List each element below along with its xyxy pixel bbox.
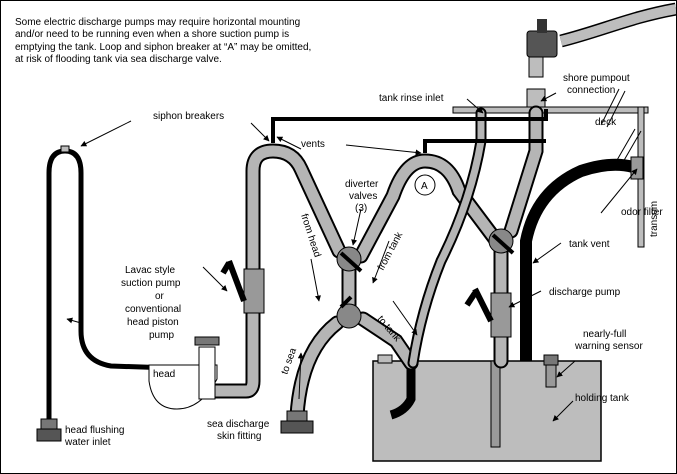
note-line-3: emptying the tank. Loop and siphon break… [15,41,312,53]
shore-pumpout-nozzle [526,2,676,108]
label-to-sea: to sea [279,346,299,376]
diverter-valve-3 [488,228,515,255]
diverter-valve-1 [336,246,363,273]
label-lavac-5: head piston [127,317,179,328]
label-lavac-6: pump [149,330,174,341]
label-shore-pumpout-1: shore pumpout [563,73,630,84]
label-tank-vent: tank vent [569,239,610,250]
label-lavac-2: suction pump [121,278,181,289]
marker-a: A [414,174,436,196]
label-sea-discharge-1: sea discharge [207,419,270,430]
holding-tank [372,354,602,462]
flush-inlet-loop [36,145,202,442]
label-vents: vents [301,139,325,150]
label-head-flushing-2: water inlet [64,437,111,448]
label-head: head [153,369,175,380]
label-nearly-full-1: nearly-full [583,329,626,340]
label-nearly-full-2: warning sensor [574,341,643,352]
label-lavac-3: or [155,291,165,302]
note-line-2: and/or need to be running even when a sh… [15,29,290,41]
note-line-4: at risk of flooding tank via sea dischar… [15,53,222,65]
label-diverter-3: (3) [355,203,367,214]
label-lavac-4: conventional [125,304,181,315]
label-shore-pumpout-2: connection [567,85,615,96]
label-head-flushing-1: head flushing [65,425,125,436]
label-transom: transom [649,201,660,237]
label-odor-filter: odor filter [621,207,663,218]
suction-pump [220,259,265,314]
label-diverter-2: valves [349,191,377,202]
tank-vent-hose [520,158,635,361]
label-discharge-pump: discharge pump [549,287,621,298]
label-holding-tank: holding tank [575,393,630,404]
label-diverter-1: diverter [345,179,379,190]
marker-a-label: A [421,181,428,192]
caption-note: Some electric discharge pumps may requir… [15,17,345,66]
label-from-tank: from tank [376,230,406,273]
hoses [207,105,544,424]
label-lavac-1: Lavac style [125,265,175,276]
odor-filter [630,156,644,180]
sea-discharge-fitting [280,410,314,434]
label-siphon-breakers: siphon breakers [153,111,224,122]
head-toilet [148,336,220,410]
label-sea-discharge-2: skin fitting [217,431,261,442]
label-tank-rinse-inlet: tank rinse inlet [379,93,444,104]
diverter-valve-2 [336,295,362,329]
leader-arrows [66,92,638,422]
note-line-1: Some electric discharge pumps may requir… [15,17,301,28]
discharge-pump [464,287,512,338]
label-deck: deck [595,117,617,128]
vent-lines [271,109,548,153]
